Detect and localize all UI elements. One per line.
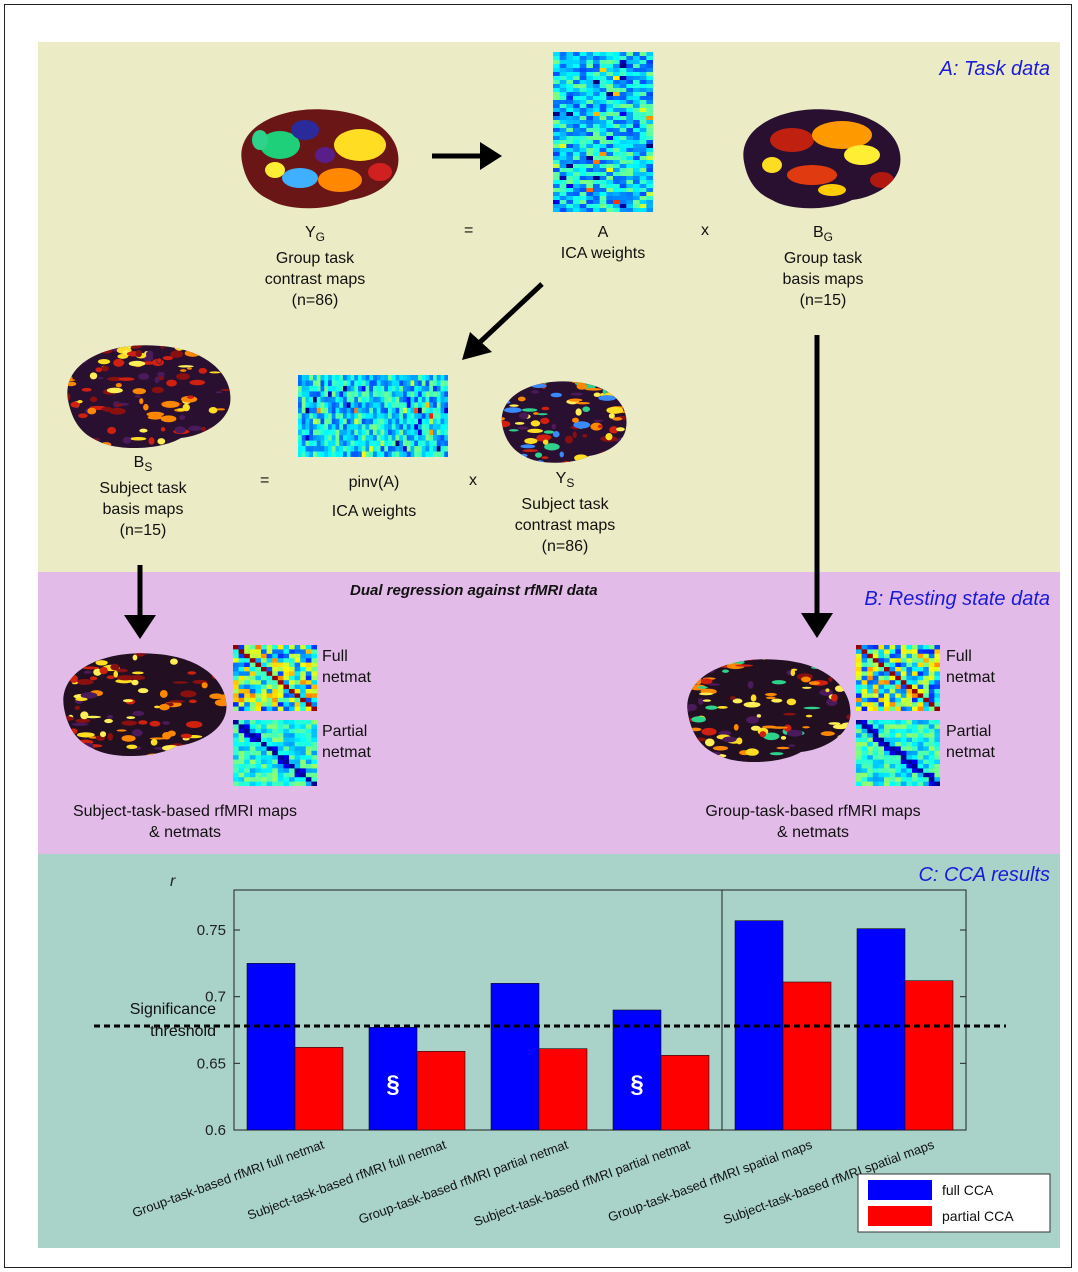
panel-task-data: A: Task data — [38, 42, 1060, 572]
ys-line2: contrast maps — [514, 517, 616, 534]
legend-label: partial CCA — [942, 1208, 1014, 1224]
group-rfmri-caption: Group-task-based rfMRI maps& netmats — [705, 803, 921, 841]
group-task-rfmri-brain — [676, 650, 861, 775]
ys-symbol: YS — [555, 470, 575, 490]
ys-label: YS Subject task contrast maps (n=86) — [490, 468, 640, 557]
bar-partial-cca — [904, 980, 954, 1131]
bs-line1: Subject task — [99, 480, 187, 497]
threshold-label-line2: threshold — [150, 1023, 216, 1040]
legend-swatch — [868, 1206, 932, 1226]
a-symbol: A — [597, 224, 609, 241]
panel-c-title: C: CCA results — [918, 864, 1050, 886]
dual-regression-label: Dual regression against rfMRI data — [350, 582, 598, 599]
bg-line3: (n=15) — [799, 292, 847, 309]
bar-partial-cca — [294, 1047, 344, 1131]
legend-swatch — [868, 1180, 932, 1200]
ys-line3: (n=86) — [541, 538, 589, 555]
bg-line2: basis maps — [782, 271, 864, 288]
bs-line3: (n=15) — [119, 522, 167, 539]
group-full-netmat — [856, 645, 940, 711]
bs-label: BS Subject task basis maps (n=15) — [68, 452, 218, 541]
bg-label: BG Group task basis maps (n=15) — [748, 222, 898, 311]
y-axis-label: r — [170, 873, 176, 890]
bar-partial-cca — [782, 981, 832, 1131]
pinv-label: pinv(A) ICA weights — [314, 472, 434, 522]
bar-full-cca — [612, 1009, 662, 1131]
down-arrow-right — [795, 335, 839, 645]
bar-full-cca — [368, 1027, 418, 1131]
y-tick-label: 0.65 — [197, 1055, 226, 1072]
pinv-line1: ICA weights — [331, 503, 417, 520]
right-arrow — [432, 138, 502, 179]
bar-partial-cca — [660, 1055, 710, 1131]
group-task-contrast-brain — [230, 100, 405, 215]
y-tick-label: 0.6 — [205, 1122, 226, 1139]
bar-full-cca — [490, 983, 540, 1131]
bs-line2: basis maps — [102, 501, 184, 518]
ica-weights-matrix-a — [553, 52, 653, 212]
bg-line1: Group task — [783, 250, 863, 267]
x-tick-label: Subject-task-based rfMRI partial netmat — [472, 1137, 693, 1230]
yg-line3: (n=86) — [291, 292, 339, 309]
threshold-label-line1: Significance — [130, 1001, 216, 1018]
a-label: A ICA weights — [548, 222, 658, 264]
yg-line1: Group task — [275, 250, 355, 267]
down-arrow-left — [118, 565, 162, 646]
bar-partial-cca — [416, 1051, 466, 1131]
x-tick-label: Group-task-based rfMRI full netmat — [130, 1137, 326, 1221]
equals-sign-row2: = — [260, 472, 270, 489]
subject-task-rfmri-brain — [52, 644, 237, 769]
x-tick-label: Subject-task-based rfMRI full netmat — [245, 1137, 448, 1223]
panel-a-title: A: Task data — [939, 58, 1050, 80]
a-line1: ICA weights — [560, 245, 646, 262]
bs-symbol: BS — [133, 454, 153, 474]
group-task-basis-brain — [732, 100, 910, 218]
legend-label: full CCA — [942, 1182, 994, 1198]
diagonal-arrow — [460, 280, 550, 367]
yg-symbol: YG — [304, 224, 325, 244]
equals-sign-row1: = — [464, 222, 474, 239]
figure-frame — [4, 4, 1072, 1268]
panel-b-title: B: Resting state data — [864, 588, 1050, 610]
section-marker: § — [630, 1071, 643, 1098]
bar-full-cca — [246, 963, 296, 1131]
group-partial-netmat — [856, 720, 940, 786]
x-tick-label: Group-task-based rfMRI partial netmat — [356, 1137, 570, 1227]
bg-symbol: BG — [812, 224, 833, 244]
section-marker: § — [386, 1071, 399, 1098]
y-tick-label: 0.75 — [197, 922, 226, 939]
subject-full-netmat — [233, 645, 317, 711]
x-tick-label: Group-task-based rfMRI spatial maps — [606, 1137, 815, 1225]
bar-full-cca — [856, 928, 906, 1131]
times-sign-row1: x — [701, 222, 709, 239]
subject-rfmri-caption: Subject-task-based rfMRI maps& netmats — [72, 803, 298, 841]
subject-task-contrast-brain — [494, 374, 634, 470]
pinv-weights-matrix — [298, 375, 448, 457]
pinv-symbol: pinv(A) — [348, 474, 400, 491]
times-sign-row2: x — [469, 472, 477, 489]
yg-label: YG Group task contrast maps (n=86) — [240, 222, 390, 311]
subject-partial-netmat — [233, 720, 317, 786]
bar-partial-cca — [538, 1048, 588, 1131]
ys-line1: Subject task — [521, 496, 609, 513]
yg-line2: contrast maps — [264, 271, 366, 288]
plot-frame — [233, 889, 967, 1131]
y-tick-label: 0.7 — [205, 989, 226, 1006]
subject-task-basis-brain — [56, 336, 241, 458]
